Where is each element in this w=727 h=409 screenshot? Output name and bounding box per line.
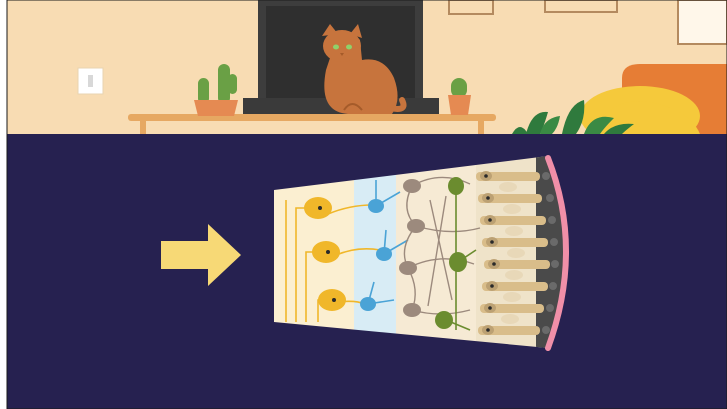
picture-frame-3 (678, 0, 727, 44)
living-room-scene (7, 0, 727, 146)
mantel-shelf (128, 114, 496, 121)
light-switch-icon (78, 68, 103, 94)
